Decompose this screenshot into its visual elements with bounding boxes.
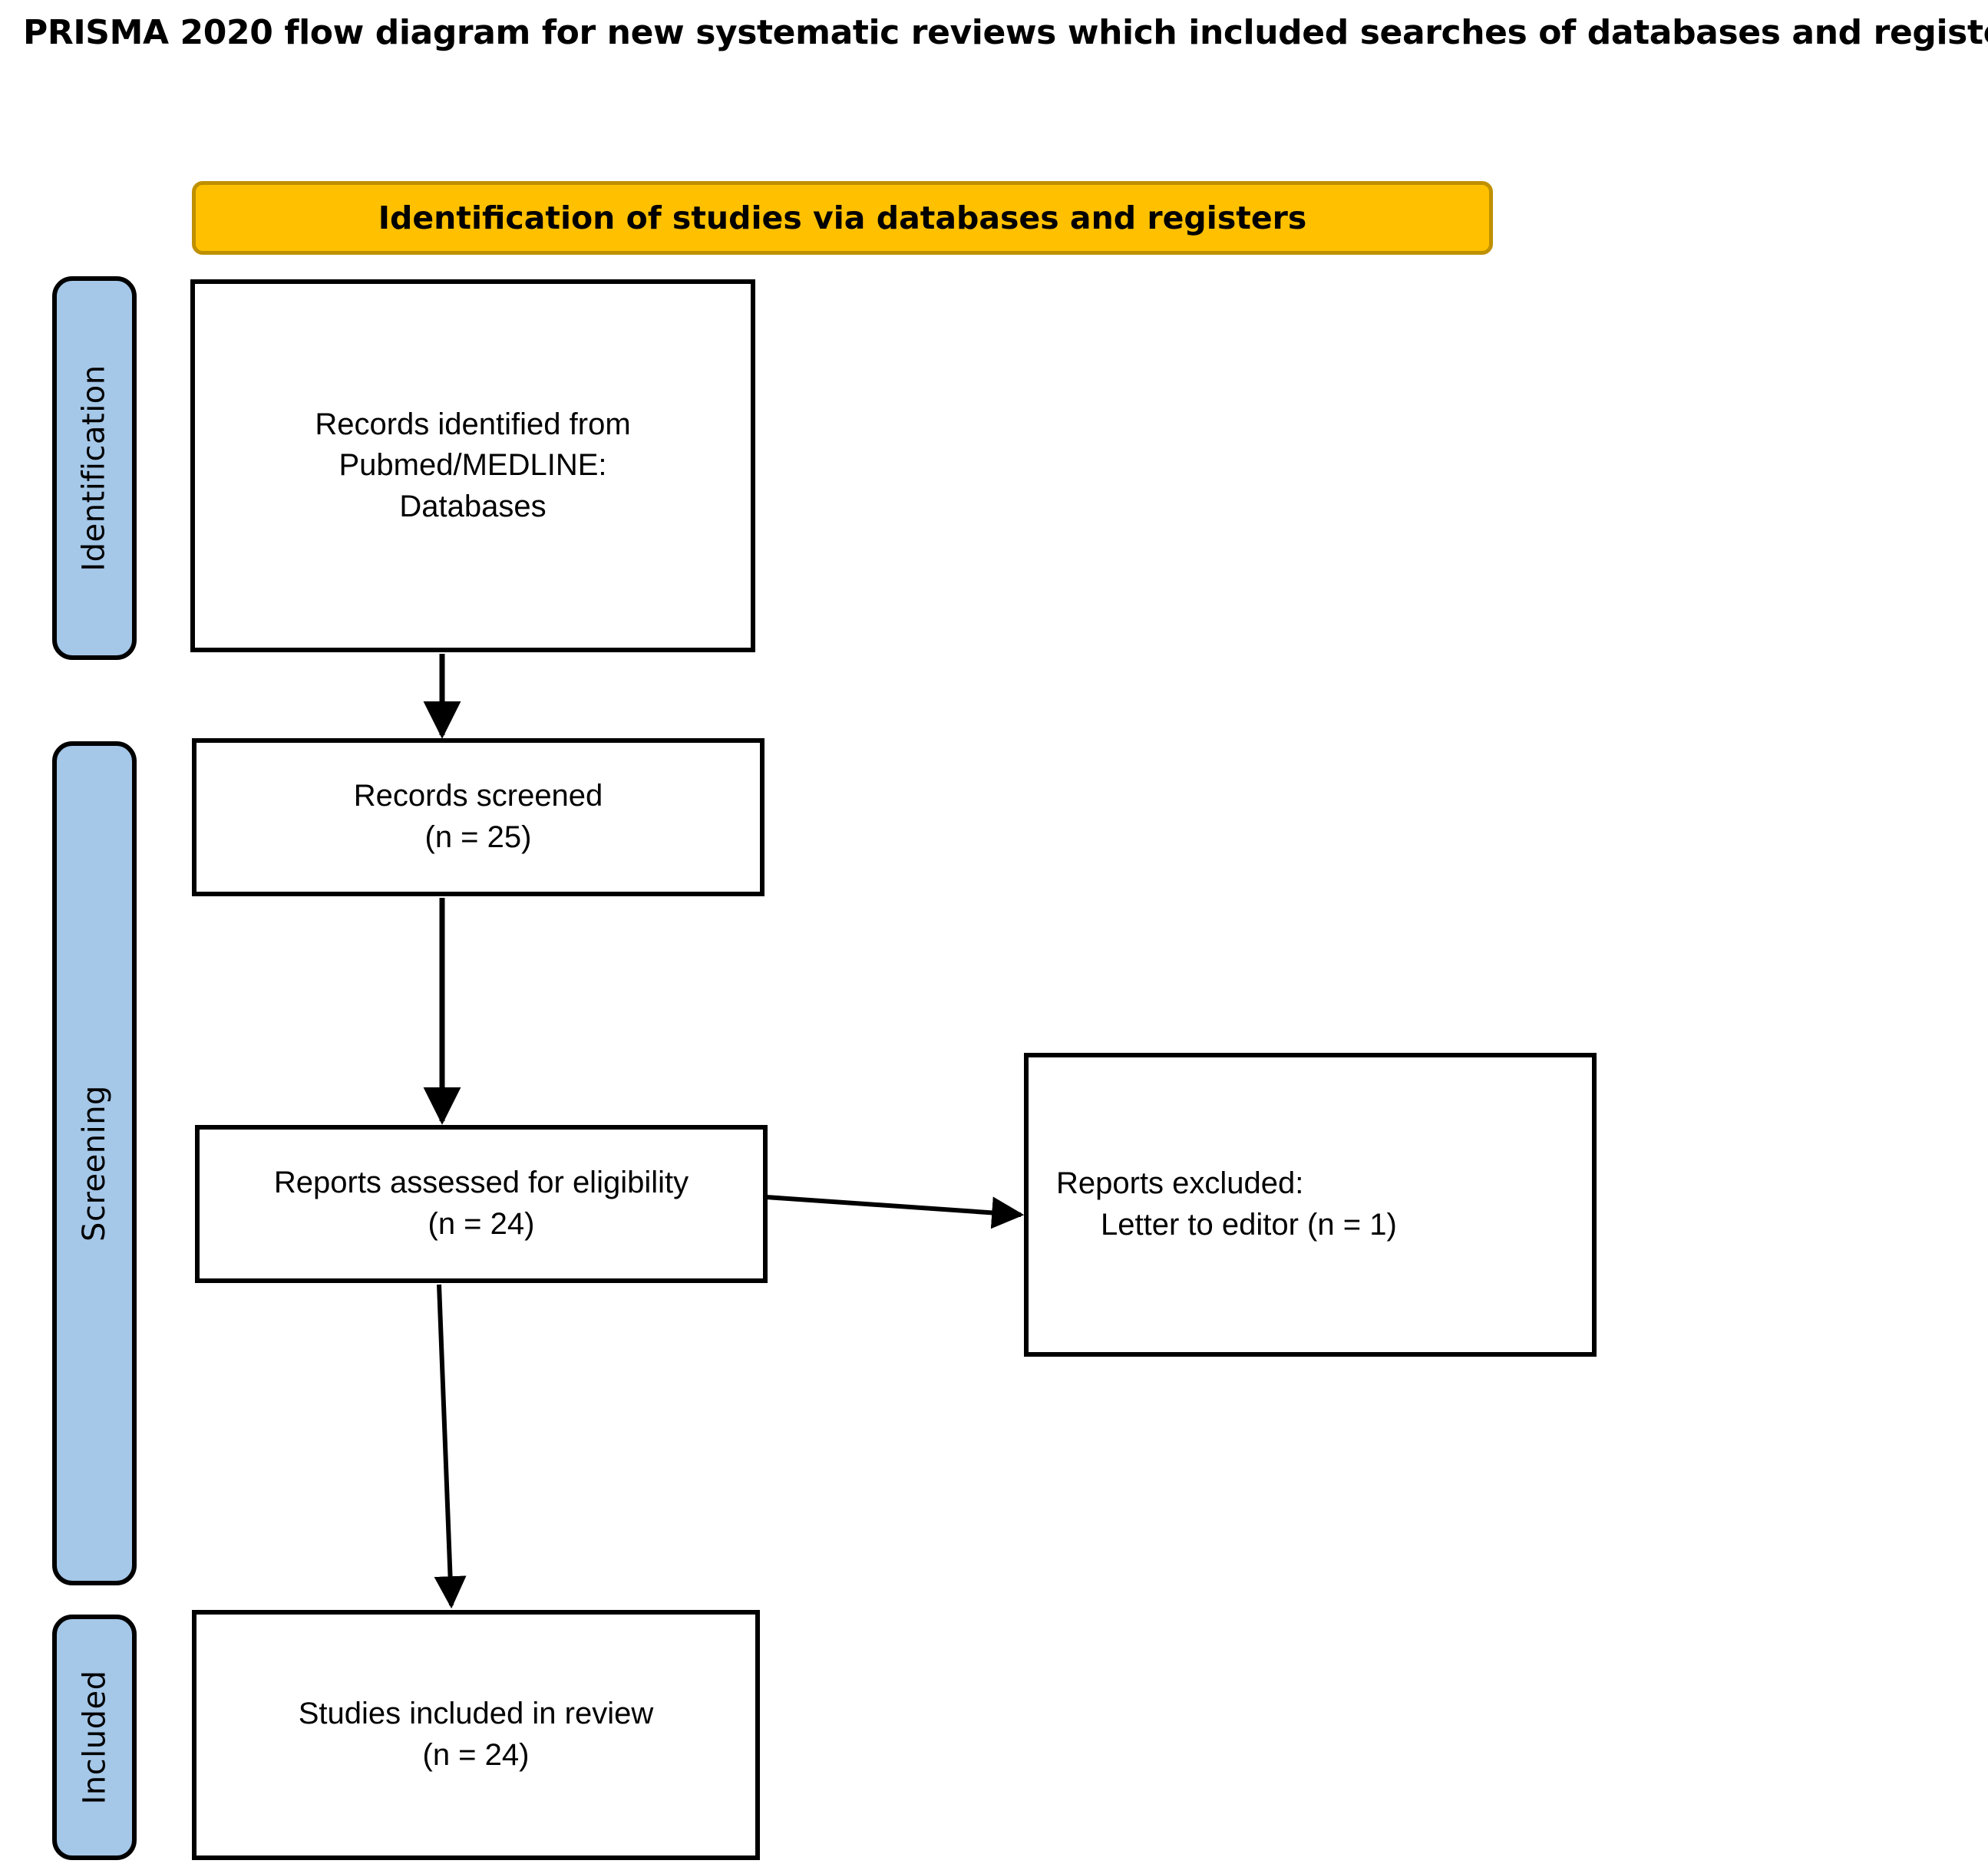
box-reports-excluded-reason: Letter to editor (n = 1)	[1101, 1208, 1397, 1242]
box-records-identified-line2: Pubmed/MEDLINE:	[338, 448, 607, 483]
phase-label-identification: Identification	[52, 276, 137, 660]
box-reports-excluded: Reports excluded: Letter to editor (n = …	[1024, 1053, 1597, 1357]
box-records-identified-line1: Records identified from	[315, 407, 631, 441]
box-reports-excluded-line1: Reports excluded:	[1056, 1166, 1304, 1201]
box-studies-included-line1: Studies included in review	[298, 1697, 654, 1731]
box-records-screened-text: Records screened (n = 25)	[343, 776, 614, 858]
phase-label-included: Included	[52, 1615, 137, 1860]
box-studies-included-in-review: Studies included in review (n = 24)	[192, 1610, 760, 1860]
box-records-screened: Records screened (n = 25)	[192, 738, 764, 896]
box-reports-assessed-count: (n = 24)	[428, 1207, 535, 1241]
box-reports-assessed-line1: Reports assessed for eligibility	[273, 1166, 689, 1200]
box-records-identified: Records identified from Pubmed/MEDLINE: …	[190, 279, 755, 652]
arrow-eligibility-to-excluded	[765, 1195, 1025, 1229]
box-records-identified-line3: Databases	[399, 489, 547, 523]
page-title: PRISMA 2020 flow diagram for new systema…	[23, 13, 1988, 52]
stage-header-identification-via-databases: Identification of studies via databases …	[192, 181, 1493, 255]
box-reports-excluded-text: Reports excluded: Letter to editor (n = …	[1029, 1163, 1397, 1245]
box-records-screened-line1: Records screened	[353, 779, 603, 813]
box-records-identified-text: Records identified from Pubmed/MEDLINE: …	[304, 404, 641, 528]
phase-label-included-text: Included	[77, 1670, 112, 1805]
phase-label-screening: Screening	[52, 741, 137, 1585]
box-records-screened-count: (n = 25)	[424, 820, 532, 854]
box-studies-included-count: (n = 24)	[422, 1738, 530, 1772]
box-reports-assessed-text: Reports assessed for eligibility (n = 24…	[263, 1163, 699, 1245]
box-reports-assessed-for-eligibility: Reports assessed for eligibility (n = 24…	[195, 1125, 768, 1283]
phase-label-identification-text: Identification	[77, 364, 113, 572]
phase-label-screening-text: Screening	[77, 1085, 112, 1242]
arrow-eligibility-to-included	[434, 1284, 467, 1609]
box-studies-included-text: Studies included in review (n = 24)	[288, 1694, 664, 1776]
